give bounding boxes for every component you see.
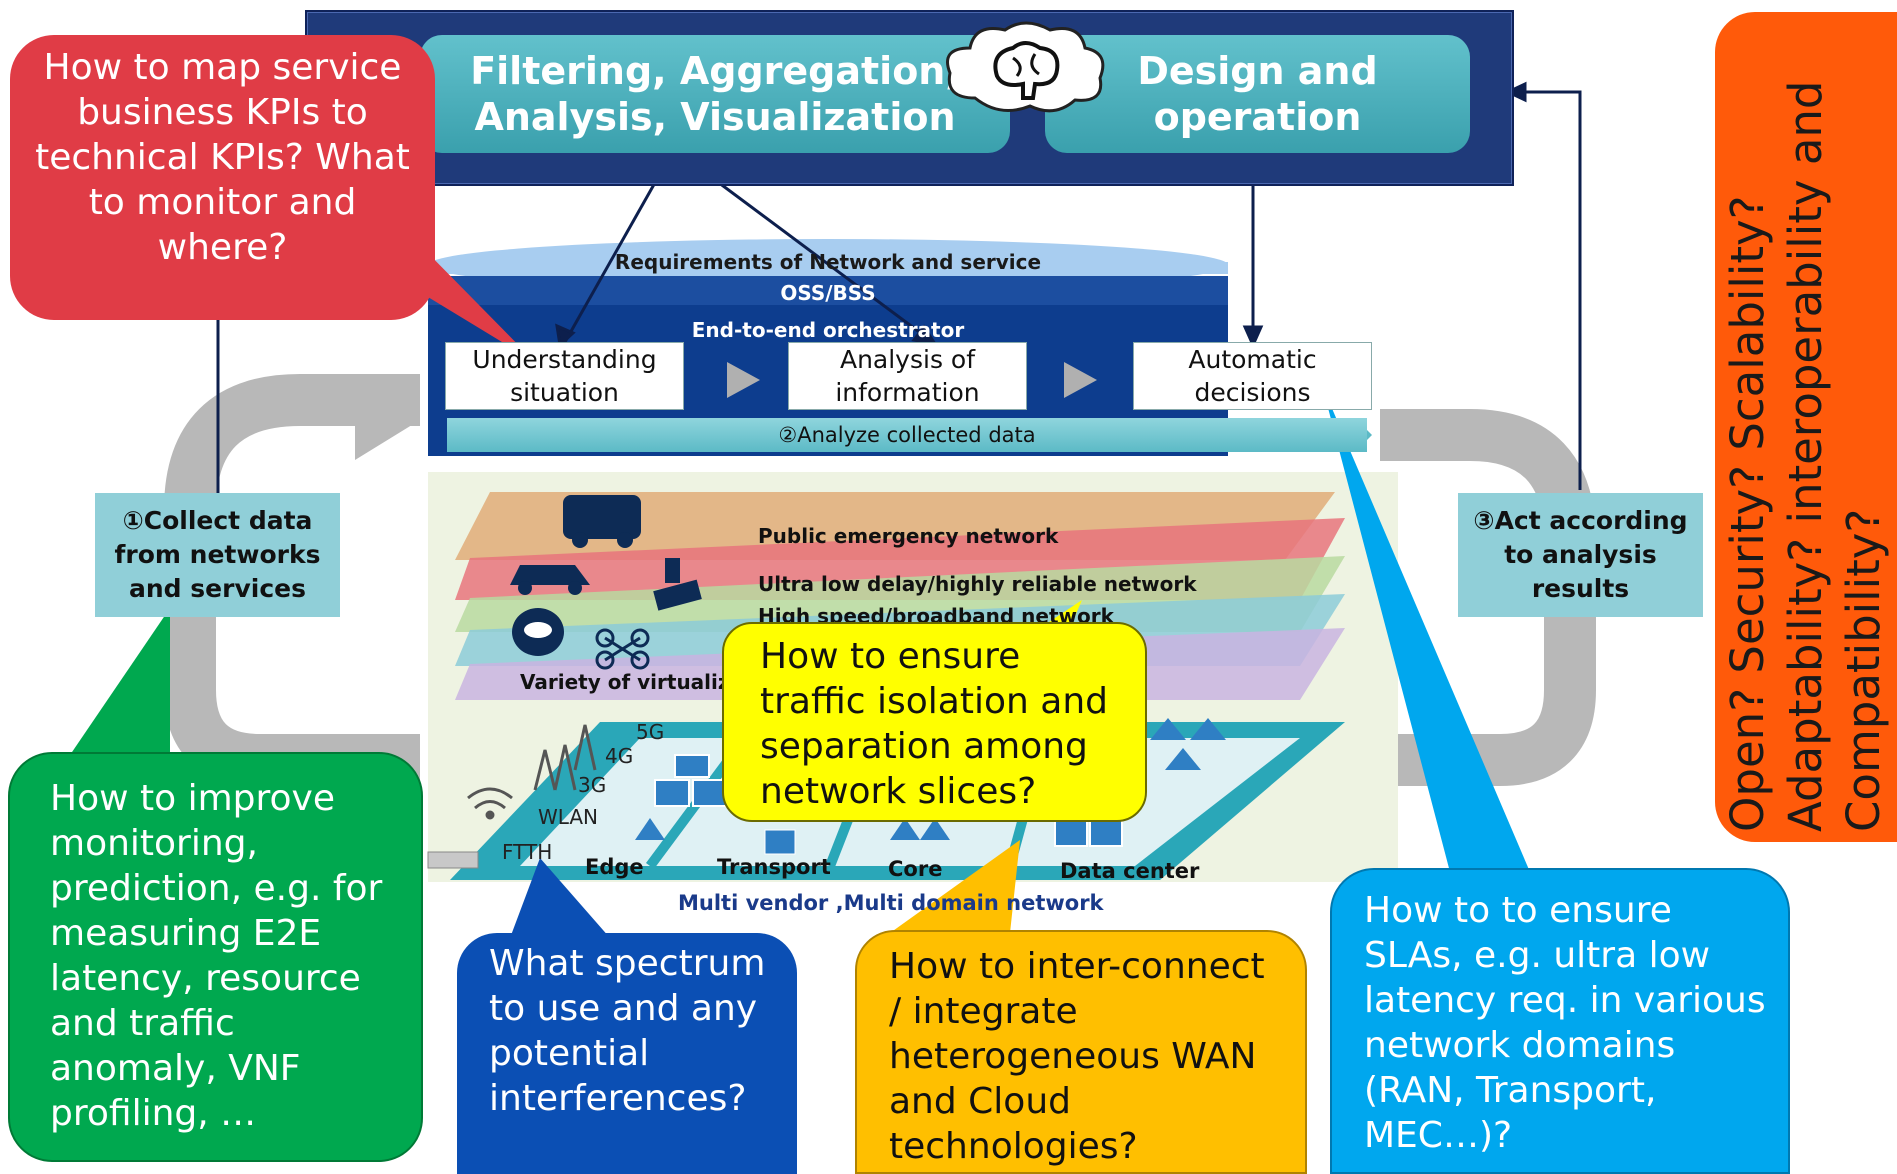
4g-label: 4G — [605, 744, 634, 768]
router-icon — [427, 851, 479, 869]
green-callout-tail — [70, 608, 170, 755]
core-label: Core — [888, 857, 943, 881]
sla-callout: How to to ensure SLAs, e.g. ultra low la… — [1330, 868, 1790, 1174]
antenna-icon — [533, 724, 597, 791]
orchestrator-label: End-to-end orchestrator — [691, 318, 965, 342]
robot-icon — [512, 608, 564, 656]
orange-callout-tail — [890, 840, 1020, 933]
ultra-low-delay-label: Ultra low delay/highly reliable network — [758, 572, 1197, 596]
interconnect-callout: How to inter-connect / integrate heterog… — [855, 930, 1307, 1174]
transport-label: Transport — [717, 855, 831, 879]
wifi-icon — [467, 787, 513, 820]
public-emergency-label: Public emergency network — [758, 524, 1059, 548]
camera-icon — [653, 558, 702, 611]
understanding-situation-box: Understanding situation — [445, 342, 684, 410]
yellow-callout-tail — [1040, 600, 1082, 628]
blue-callout-tail — [510, 858, 610, 938]
analysis-information-box: Analysis of information — [788, 342, 1027, 410]
design-operation-pill: Design and operation — [1045, 35, 1470, 153]
open-questions-text: Open? Security? Scalability? Adaptabilit… — [1721, 80, 1890, 833]
analyze-data-bar: ②Analyze collected data — [447, 418, 1367, 452]
traffic-isolation-callout: How to ensure traffic isolation and sepa… — [722, 622, 1147, 822]
wlan-label: WLAN — [538, 805, 599, 829]
edge-label: Edge — [585, 855, 644, 879]
automatic-decisions-box: Automatic decisions — [1133, 342, 1372, 410]
multi-vendor-label: Multi vendor ,Multi domain network — [678, 891, 1104, 915]
car-icon — [510, 565, 590, 595]
5g-label: 5G — [636, 720, 665, 744]
switch-icons — [635, 718, 1226, 840]
cyan-callout-tail — [1322, 385, 1530, 872]
brain-in-cloud-icon — [946, 21, 1105, 113]
kpi-mapping-callout: How to map service business KPIs to tech… — [10, 35, 435, 320]
filtering-analysis-pill: Filtering, Aggregation, Analysis, Visual… — [420, 35, 1010, 153]
spectrum-callout: What spectrum to use and any potential i… — [457, 933, 797, 1174]
transport-switch-icon — [764, 829, 796, 855]
drone-icon — [595, 628, 650, 670]
step-arrow-2 — [1064, 362, 1097, 398]
act-results-box: ③Act according to analysis results — [1458, 493, 1703, 617]
3g-label: 3G — [578, 773, 607, 797]
data-center-label: Data center — [1060, 859, 1200, 883]
ftth-label: FTTH — [502, 840, 553, 864]
step-arrow-1 — [727, 362, 760, 398]
monitoring-callout: How to improve monitoring, prediction, e… — [8, 752, 423, 1162]
collect-data-box: ①Collect data from networks and services — [95, 493, 340, 617]
oss-bss-label: OSS/BSS — [780, 281, 876, 305]
connector-lines — [216, 81, 1582, 493]
requirements-label: Requirements of Network and service — [614, 250, 1042, 274]
server-icons — [654, 754, 1123, 847]
open-questions-panel: Open? Security? Scalability? Adaptabilit… — [1715, 12, 1897, 842]
van-icon — [563, 495, 641, 548]
